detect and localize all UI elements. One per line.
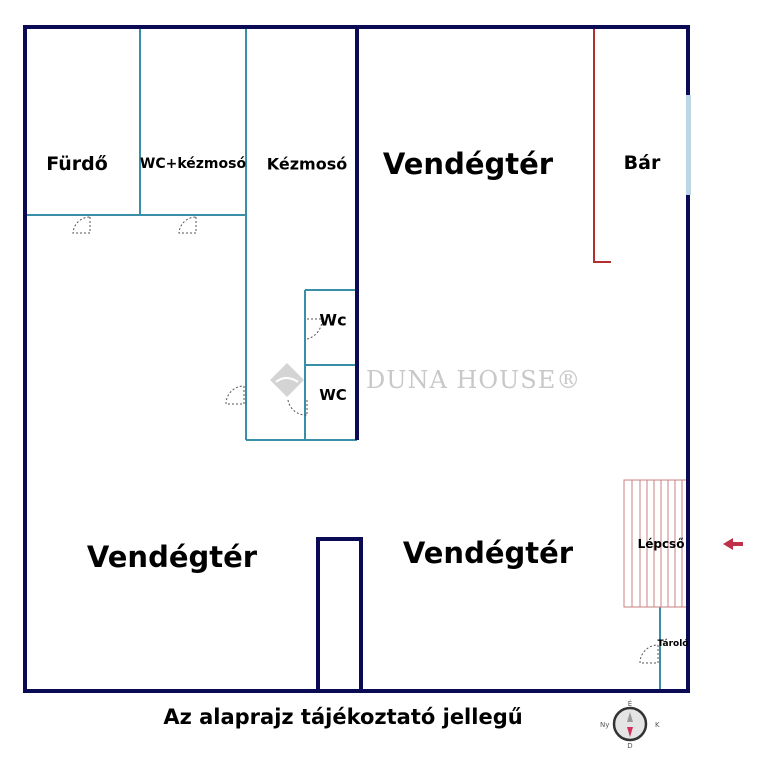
door-arcs (72, 216, 659, 664)
room-label-lepcso: Lépcső (637, 537, 685, 551)
compass-s: D (627, 742, 632, 750)
outer-walls (23, 25, 690, 693)
room-label-vendegter-left: Vendégtér (86, 540, 258, 574)
room-label-wc2: WC (319, 386, 347, 404)
compass-e: K (655, 721, 660, 729)
room-label-kezmoso: Kézmosó (266, 154, 348, 174)
room-label-vendegter-top: Vendégtér (382, 147, 554, 181)
window (686, 95, 691, 195)
compass-icon: É K D Ny (600, 699, 660, 750)
compass-n: É (628, 699, 632, 708)
compass-w: Ny (600, 721, 609, 729)
room-label-wc-kezmoso: WC+kézmosó (139, 156, 247, 172)
room-label-wc1: Wc (319, 310, 347, 330)
disclaimer-note: Az alaprajz tájékoztató jellegű (163, 705, 523, 729)
room-label-bar: Bár (623, 152, 661, 174)
watermark-text: DUNA HOUSE® (366, 366, 582, 394)
room-label-vendegter-right: Vendégtér (402, 536, 574, 570)
room-label-tarolo: Tároló (657, 639, 689, 649)
watermark-logo-icon (270, 363, 304, 397)
bar-counter (593, 27, 611, 263)
partition-walls (25, 27, 661, 691)
room-label-furdo: Fürdő (46, 153, 108, 175)
entrance-arrow-icon (723, 538, 743, 550)
